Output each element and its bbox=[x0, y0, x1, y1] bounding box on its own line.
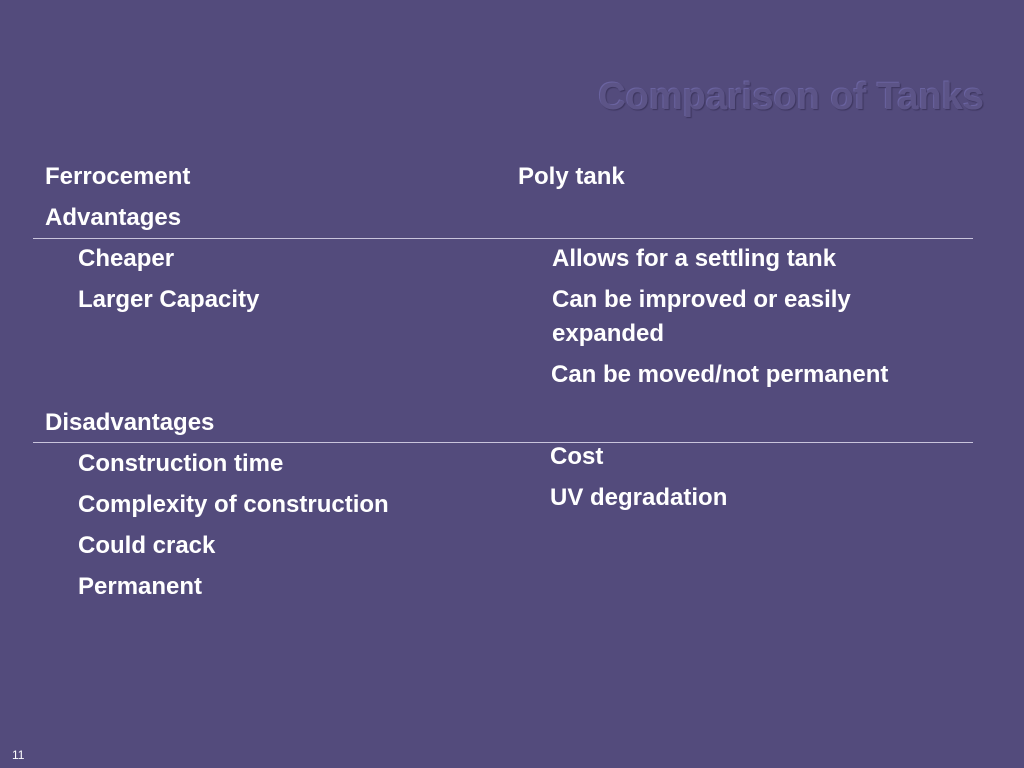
disadvantages-heading: Disadvantages bbox=[45, 409, 215, 436]
ferrocement-header: Ferrocement bbox=[45, 163, 191, 190]
disadvantages-divider bbox=[33, 442, 973, 443]
advantages-heading: Advantages bbox=[45, 204, 182, 231]
poly-tank-advantage-item-continued: expanded bbox=[552, 320, 665, 347]
poly-tank-advantage-item: Allows for a settling tank bbox=[552, 245, 837, 272]
ferrocement-disadvantage-item: Could crack bbox=[78, 532, 216, 559]
advantages-divider bbox=[33, 238, 973, 239]
poly-tank-advantage-item: Can be improved or easily bbox=[552, 286, 851, 313]
poly-tank-header: Poly tank bbox=[518, 163, 625, 190]
poly-tank-disadvantage-item: UV degradation bbox=[550, 484, 728, 511]
slide-title: Comparison of Tanks bbox=[598, 76, 984, 118]
ferrocement-disadvantage-item: Complexity of construction bbox=[78, 491, 389, 518]
poly-tank-disadvantage-item: Cost bbox=[550, 443, 604, 470]
poly-tank-advantage-item: Can be moved/not permanent bbox=[551, 361, 889, 388]
ferrocement-advantage-item: Cheaper bbox=[78, 245, 175, 272]
ferrocement-advantage-item: Larger Capacity bbox=[78, 286, 260, 313]
slide-number: 11 bbox=[12, 748, 25, 762]
ferrocement-disadvantage-item: Permanent bbox=[78, 573, 203, 600]
ferrocement-disadvantage-item: Construction time bbox=[78, 450, 284, 477]
